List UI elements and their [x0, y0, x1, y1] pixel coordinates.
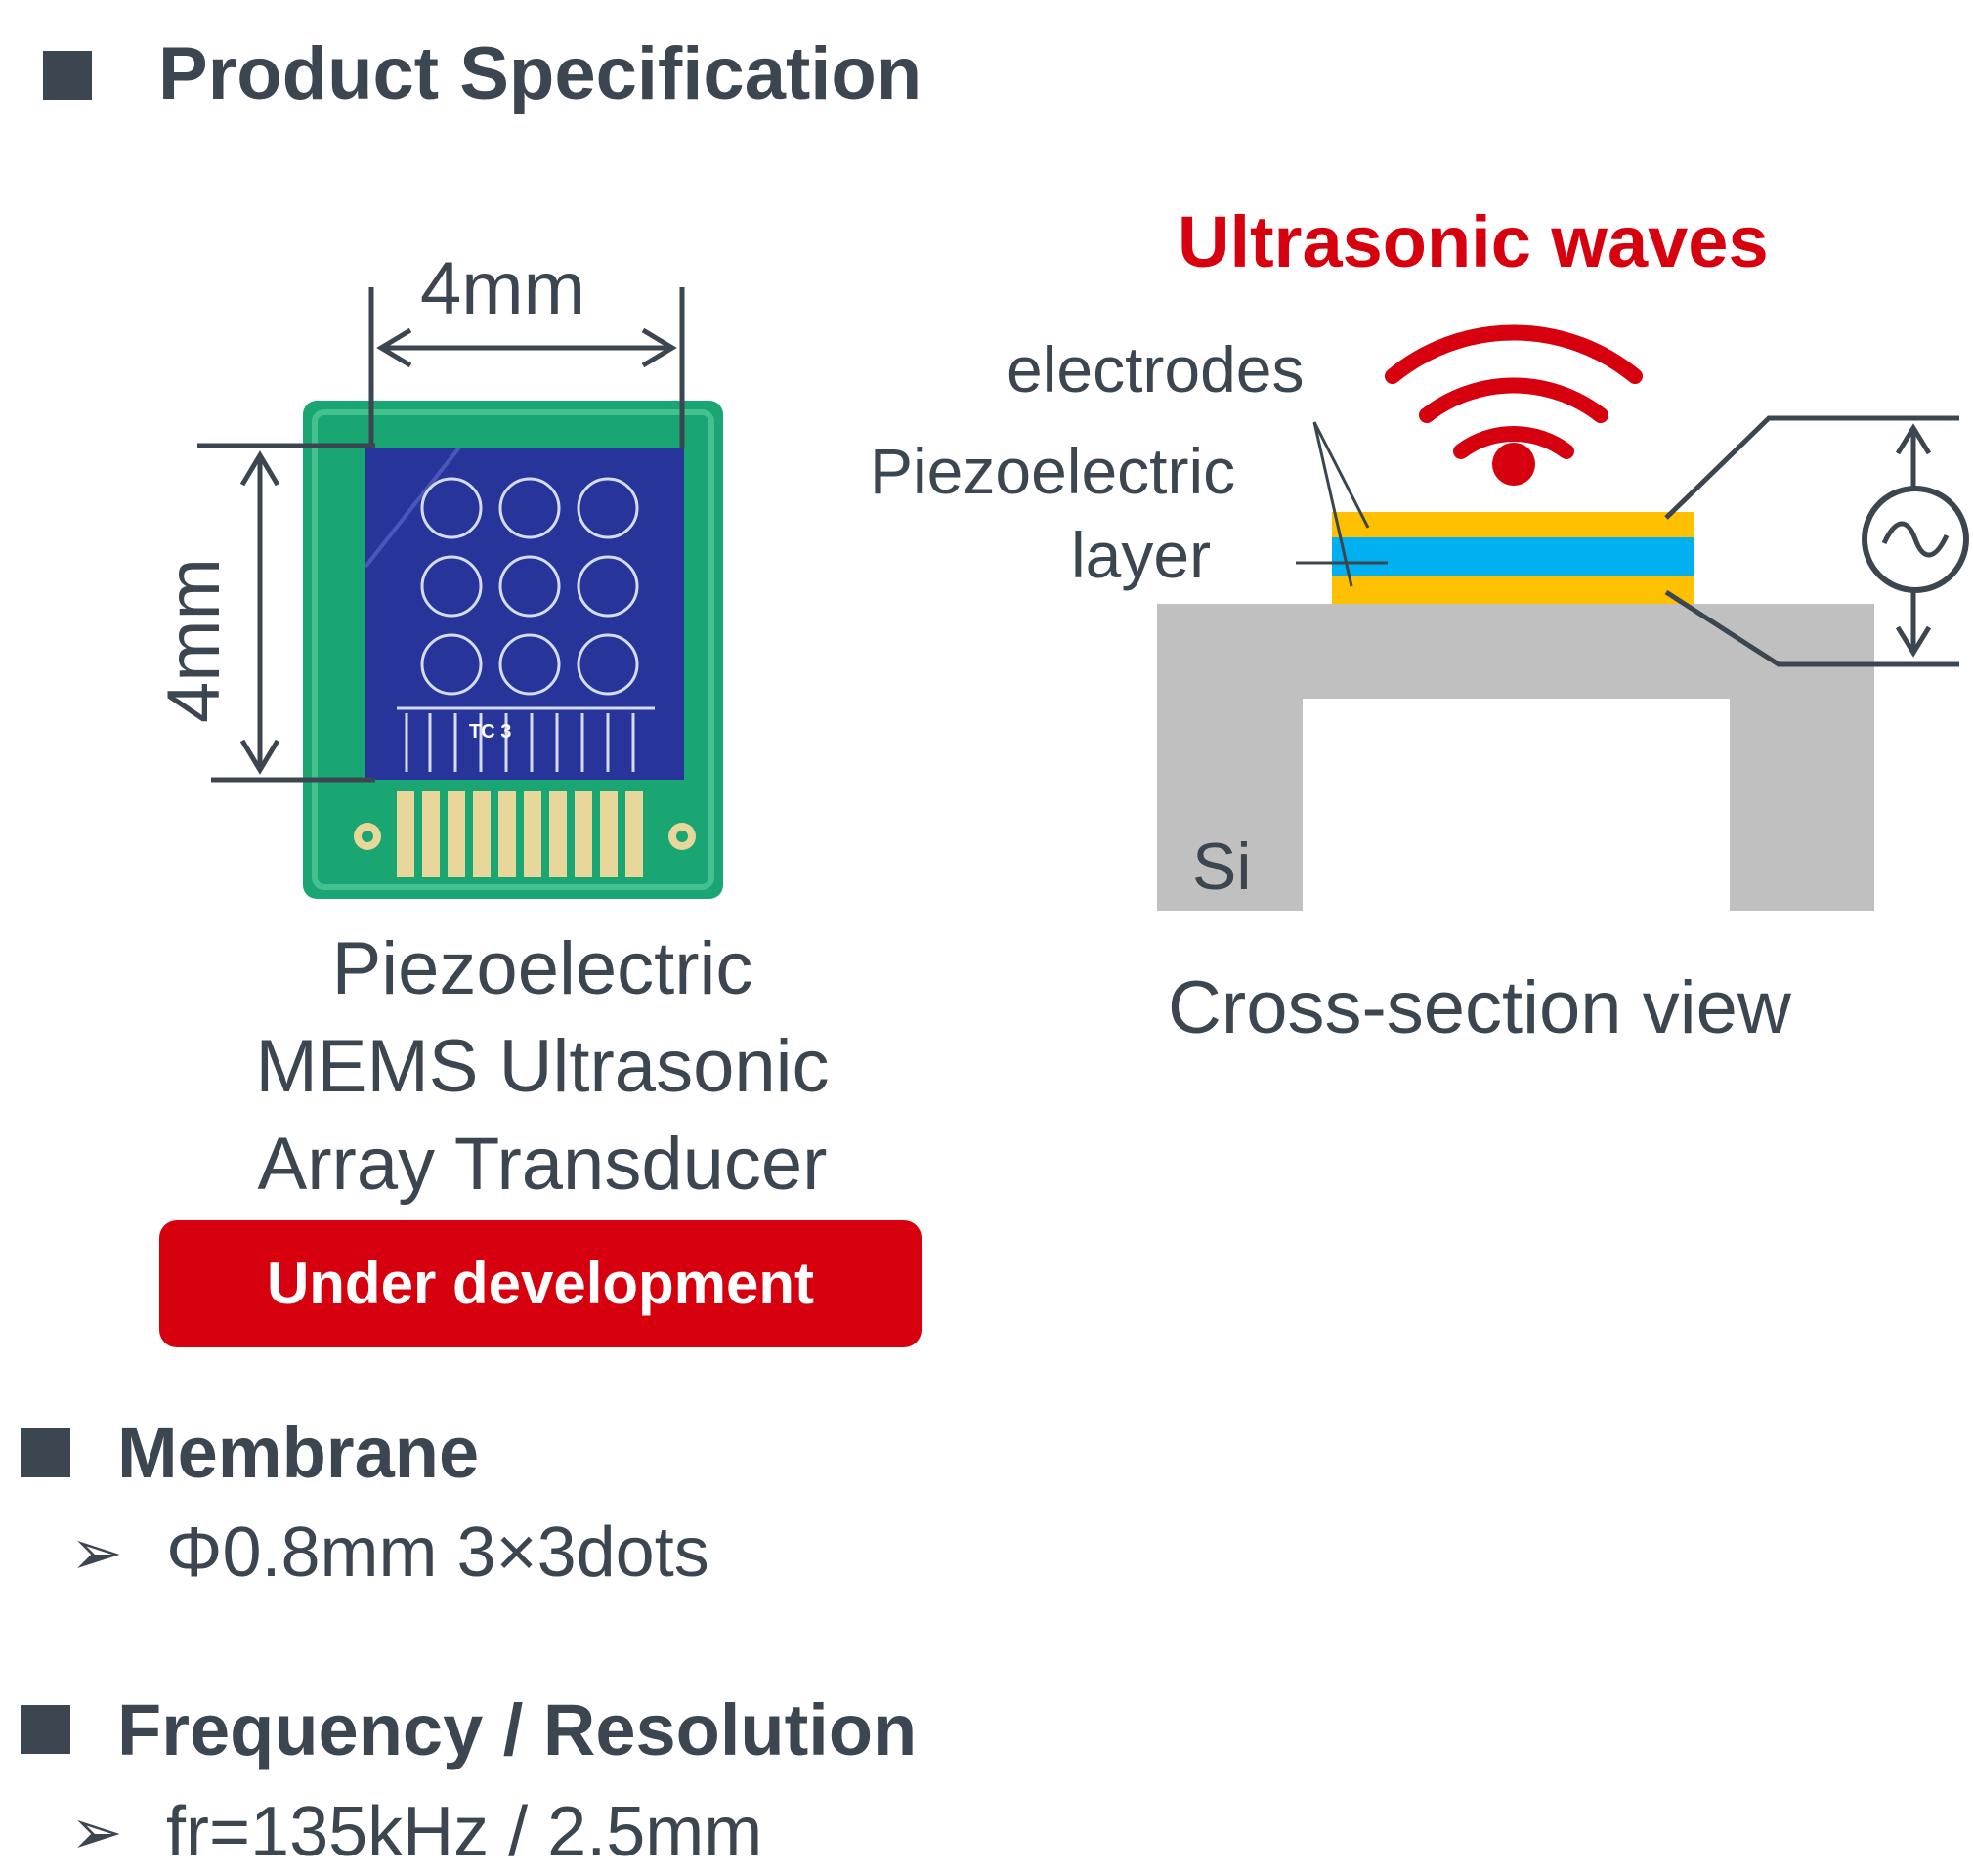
square-bullet-icon	[21, 1428, 70, 1477]
chip-marking: TC 3	[469, 721, 511, 743]
caption-line-3: Array Transducer	[257, 1123, 828, 1206]
spec-value-frequency: fr=135kHz / 2.5mm	[166, 1793, 763, 1871]
wifi-waves-icon	[1385, 324, 1643, 459]
product-photo: TC 3	[197, 287, 723, 899]
wave-source-dot	[1492, 443, 1535, 486]
ac-source-icon	[1862, 486, 1969, 593]
piezo-label-line1: Piezoelectric	[870, 435, 1236, 507]
caption-line-1: Piezoelectric	[331, 927, 753, 1010]
page-title: Product Specification	[158, 32, 922, 115]
chip-die	[365, 448, 684, 780]
spec-value-membrane: Φ0.8mm 3×3dots	[166, 1514, 709, 1592]
silicon-label: Si	[1192, 830, 1252, 904]
connector-pads	[397, 791, 643, 877]
width-dimension	[368, 287, 685, 448]
arrow-bullet-icon: ➢	[70, 1797, 123, 1867]
arrow-bullet-icon: ➢	[70, 1517, 123, 1588]
piezo-label-line2: layer	[1071, 519, 1212, 591]
spec-heading-membrane: Membrane	[117, 1412, 480, 1493]
ac-wires	[1664, 415, 1959, 667]
width-label: 4mm	[420, 247, 585, 330]
cross-section-caption: Cross-section view	[1168, 966, 1791, 1049]
membrane-array	[420, 477, 639, 696]
caption-line-2: MEMS Ultrasonic	[255, 1025, 830, 1108]
bottom-electrode	[1332, 576, 1694, 604]
silicon-substrate	[1157, 604, 1874, 911]
ultrasonic-waves-title: Ultrasonic waves	[1178, 201, 1769, 282]
electrodes-label: electrodes	[1007, 333, 1305, 405]
product-caption: Piezoelectric MEMS Ultrasonic Array Tran…	[147, 920, 938, 1214]
status-badge: Under development	[159, 1220, 922, 1347]
square-bullet-icon	[43, 51, 92, 100]
piezo-layer	[1332, 537, 1694, 576]
square-bullet-icon	[21, 1705, 70, 1754]
top-electrode	[1332, 512, 1694, 537]
height-dimension	[197, 443, 375, 783]
spec-heading-frequency: Frequency / Resolution	[117, 1689, 918, 1770]
